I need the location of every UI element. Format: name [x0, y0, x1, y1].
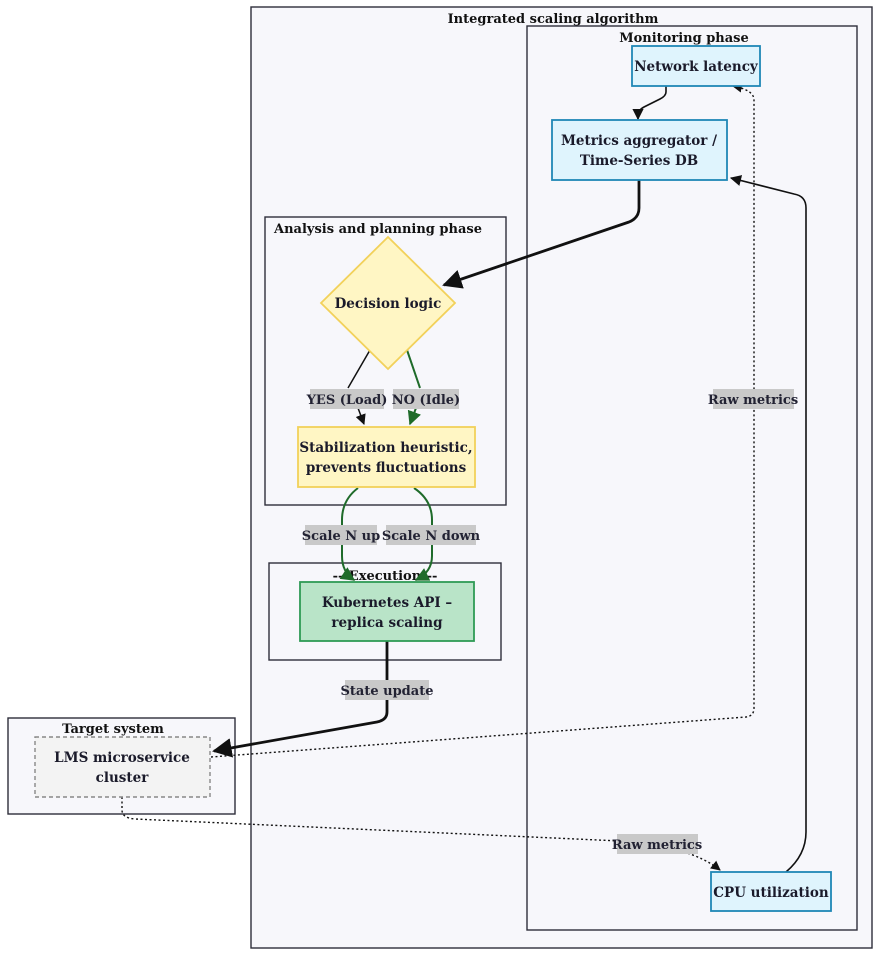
- node-decision-logic: Decision logic: [319, 235, 457, 371]
- node-lms-cluster-label-line1: LMS microservice: [54, 750, 190, 766]
- edge-label-scale-down: Scale N down: [382, 525, 481, 545]
- edge-label-yes-load-text: YES (Load): [306, 393, 388, 408]
- edge-decision-yes: [347, 349, 370, 424]
- edge-label-yes-load: YES (Load): [306, 389, 388, 409]
- node-lms-cluster: LMS microservice cluster: [34, 736, 211, 798]
- edge-latency-to-aggregator: [632, 86, 667, 121]
- cluster-target-system-title: Target system: [62, 722, 164, 737]
- edge-label-scale-up-text: Scale N up: [302, 529, 380, 544]
- edge-state-update: [212, 641, 389, 758]
- edge-label-state-update: State update: [341, 680, 434, 700]
- node-network-latency: Network latency: [631, 45, 761, 87]
- edge-label-raw-metrics-cpu-text: Raw metrics: [612, 838, 702, 853]
- cluster-monitoring-phase-title: Monitoring phase: [619, 31, 749, 46]
- node-stabilization-label-line2: prevents fluctuations: [306, 460, 467, 476]
- node-cpu-utilization: CPU utilization: [710, 871, 832, 912]
- edge-label-no-idle-text: NO (Idle): [392, 393, 460, 408]
- edge-label-scale-down-text: Scale N down: [382, 529, 481, 544]
- cluster-analysis-phase-title: Analysis and planning phase: [273, 222, 482, 237]
- node-stabilization-label-line1: Stabilization heuristic,: [299, 440, 472, 456]
- node-cpu-utilization-label: CPU utilization: [713, 885, 829, 901]
- edge-label-raw-metrics-latency: Raw metrics: [708, 389, 798, 409]
- node-decision-logic-label: Decision logic: [335, 296, 442, 312]
- node-network-latency-label: Network latency: [634, 59, 759, 75]
- node-metrics-aggregator-label-line2: Time-Series DB: [580, 153, 698, 169]
- edge-label-no-idle: NO (Idle): [392, 389, 460, 409]
- cluster-integrated-scaling-title: Integrated scaling algorithm: [448, 12, 659, 27]
- cluster-execution-title: ---Execution---: [333, 569, 438, 584]
- node-stabilization-heuristic: Stabilization heuristic, prevents fluctu…: [297, 426, 476, 488]
- node-metrics-aggregator: Metrics aggregator / Time-Series DB: [551, 119, 728, 181]
- edge-label-raw-metrics-cpu: Raw metrics: [612, 834, 702, 854]
- edge-aggregator-to-decision: [442, 180, 641, 289]
- edge-decision-no: [407, 349, 420, 424]
- node-metrics-aggregator-label-line1: Metrics aggregator /: [561, 133, 717, 149]
- edge-label-state-update-text: State update: [341, 684, 434, 699]
- node-kubernetes-api-label-line2: replica scaling: [331, 615, 443, 631]
- edge-cpu-to-aggregator: [729, 175, 807, 873]
- edge-raw-metrics-latency: [210, 82, 755, 758]
- edge-label-scale-up: Scale N up: [302, 525, 380, 545]
- node-kubernetes-api-label-line1: Kubernetes API –: [322, 595, 453, 611]
- node-lms-cluster-label-line2: cluster: [96, 770, 150, 786]
- node-kubernetes-api: Kubernetes API – replica scaling: [299, 581, 475, 642]
- edge-label-raw-metrics-latency-text: Raw metrics: [708, 393, 798, 408]
